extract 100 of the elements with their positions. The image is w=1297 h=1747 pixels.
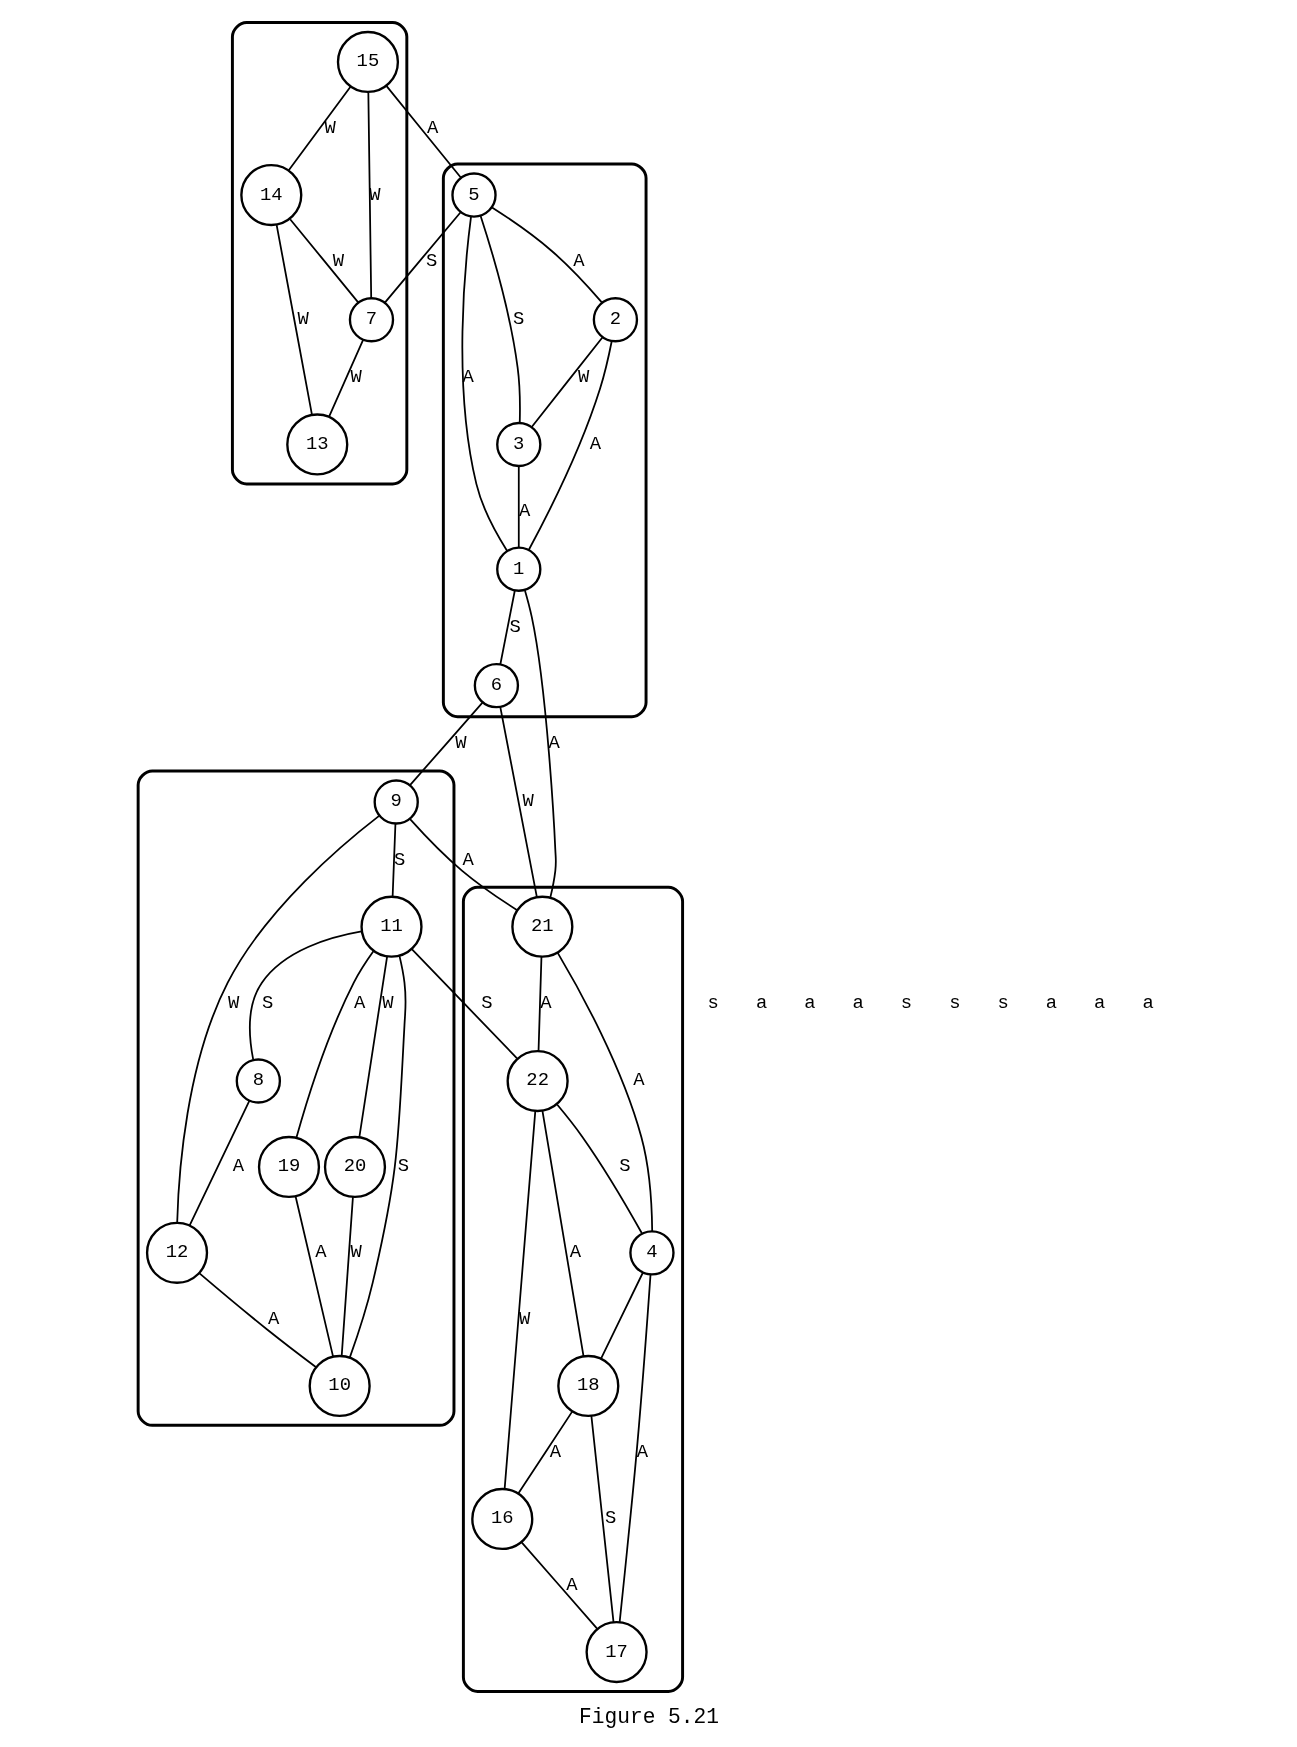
connector [288,218,359,304]
connector [295,950,374,1139]
connector [275,224,313,416]
connector [599,1271,644,1360]
connector [188,1100,250,1227]
label: a [852,992,864,1015]
node-circle: 15 [336,30,399,94]
connector [517,1410,573,1495]
edge-label: A [232,1155,244,1178]
connector [498,706,538,898]
edge-label: S [480,992,493,1015]
connector [340,1196,354,1357]
label: s [707,992,719,1015]
node-circle: 6 [473,662,519,709]
connector [348,955,407,1359]
edge-label: W [350,366,362,389]
caption: Figure 5.21 [578,1704,719,1729]
node-circle: 8 [235,1058,281,1104]
node-circle: 2 [592,297,638,343]
node-circle: 1 [495,546,541,592]
edge-label: A [565,1573,577,1596]
cluster [441,162,648,719]
connector [523,589,557,899]
edge-label: A [547,732,560,755]
edge-label: A [589,432,601,455]
edge-label: S [512,308,524,331]
label: s [996,992,1009,1015]
edge-label: A [569,1241,581,1264]
edge-label: W [324,116,336,139]
cluster [136,769,455,1427]
connector [530,336,603,428]
edge-label: A [426,116,438,139]
connector [498,589,516,666]
edge-label: A [636,1440,648,1463]
connector [503,1110,536,1490]
node-circle: 14 [239,163,302,227]
edge-label: W [227,992,239,1015]
node-circle: 18 [556,1354,619,1418]
connector [327,339,364,418]
connector [358,955,388,1138]
node-circle: 3 [495,421,541,468]
label: a [1141,992,1154,1015]
label: a [755,992,767,1015]
edge-label: W [296,308,309,331]
connector [618,1273,651,1623]
node-circle: 4 [628,1230,675,1276]
connector [556,951,653,1232]
edge-label: S [509,615,521,638]
label: a [1045,992,1057,1015]
connector [408,818,518,912]
label: s [900,992,912,1015]
connector [294,1195,334,1358]
edge-label: S [261,992,273,1015]
edge-label: W [350,1241,362,1264]
connector [366,91,372,299]
edge-label: S [393,848,405,871]
connector [541,1109,584,1357]
node-circle: 21 [510,895,573,958]
connector [287,85,352,172]
node-circle: 17 [584,1620,648,1684]
connector [555,1103,643,1235]
node-circle: 13 [285,413,348,476]
edge-label: W [454,732,467,755]
edge-label: W [577,366,589,389]
edge-label: W [381,992,394,1015]
edge-label: S [425,250,437,273]
cluster [461,885,684,1693]
edge-label: W [522,790,534,813]
edge-label: W [518,1307,530,1330]
edge-label: A [267,1307,279,1330]
edge-label: A [632,1069,645,1092]
edge-label: A [314,1241,326,1264]
node-circle: 19 [257,1135,320,1199]
node-circle: 7 [348,297,394,343]
node-circle: 11 [359,895,423,958]
connector [391,823,396,898]
connector [520,1541,598,1630]
edge-label: A [461,848,474,871]
label: s [948,992,960,1015]
node-circle: 16 [470,1487,533,1551]
cluster [230,21,408,486]
node-circle: 20 [323,1135,386,1199]
connector [461,215,508,552]
edge-label: S [618,1155,630,1178]
node-circle: 22 [506,1049,569,1113]
label: a [1093,992,1105,1015]
edge-label: A [549,1440,561,1463]
connector [590,1414,614,1624]
connector [490,206,602,303]
connector [198,1272,317,1369]
connector [410,948,518,1060]
connector [175,814,380,1224]
connector [408,701,483,786]
connector [383,211,461,304]
node-circle: 9 [373,779,419,825]
connector [479,215,521,424]
node-circle: 5 [450,172,497,218]
edge-label: S [397,1155,409,1178]
node-circle: 12 [145,1221,208,1284]
edge-label: A [353,992,365,1015]
